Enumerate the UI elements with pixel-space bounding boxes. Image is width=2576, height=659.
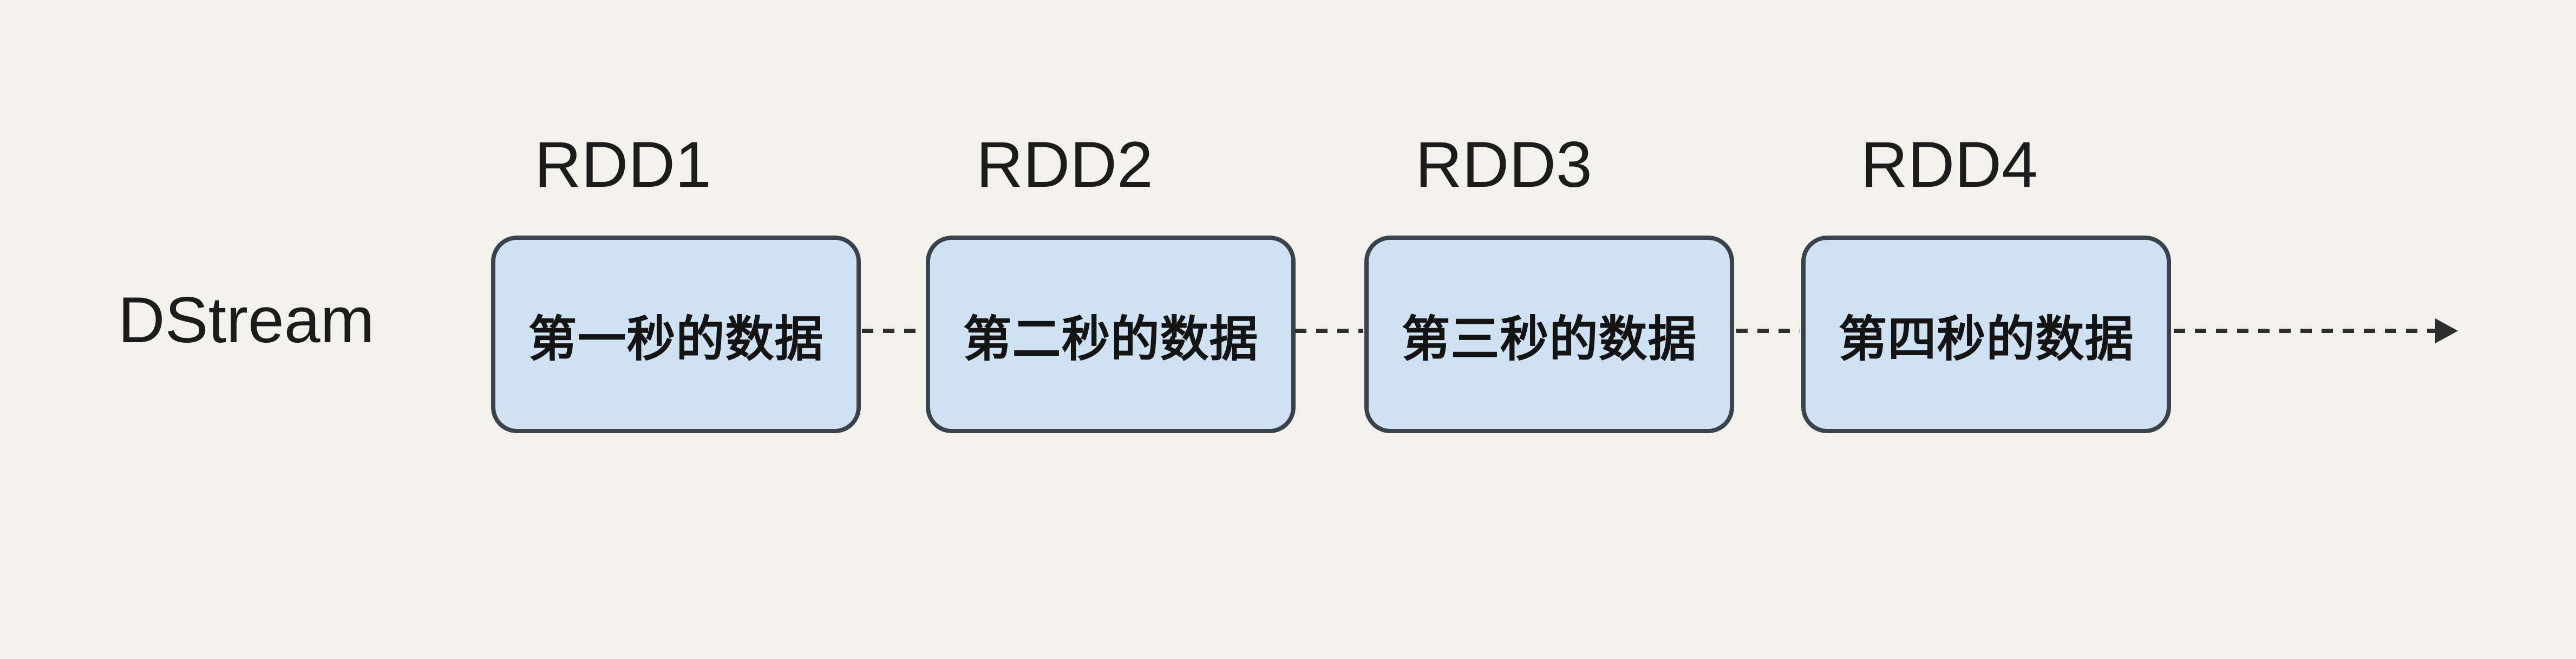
- rdd1-content: 第一秒的数据: [528, 312, 824, 367]
- rdd4-label: RDD4: [1861, 128, 2038, 201]
- rdd1-label: RDD1: [534, 128, 711, 201]
- rdd3-box: 第三秒的数据: [1364, 236, 1734, 433]
- rdd4-box: 第四秒的数据: [1801, 236, 2171, 433]
- rdd4-content: 第四秒的数据: [1838, 312, 2134, 367]
- rdd2-content: 第二秒的数据: [963, 312, 1259, 367]
- arrow-head-icon: [2435, 318, 2458, 343]
- rdd2-box: 第二秒的数据: [926, 236, 1296, 433]
- rdd3-content: 第三秒的数据: [1401, 312, 1697, 367]
- dstream-label: DStream: [118, 284, 375, 356]
- rdd1-box: 第一秒的数据: [491, 236, 861, 433]
- rdd3-label: RDD3: [1415, 128, 1592, 201]
- rdd2-label: RDD2: [976, 128, 1153, 201]
